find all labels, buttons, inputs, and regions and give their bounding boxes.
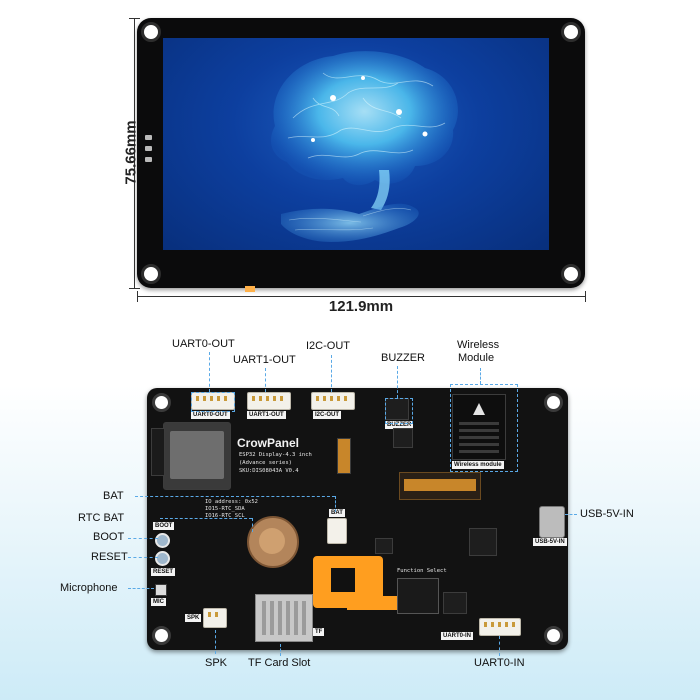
i2c-out-silk: I2C-OUT [313, 411, 341, 419]
callout-box [191, 392, 235, 412]
callout-line [128, 538, 158, 539]
width-dimension-line [137, 296, 585, 297]
reset-silk: RESET [151, 568, 176, 576]
ic-chip [393, 428, 413, 448]
board-silk-line: (Advance series) [239, 460, 292, 466]
fpc-tab [245, 286, 255, 292]
touch-fpc-tail [347, 596, 407, 610]
callout-tf-card: TF Card Slot [248, 657, 311, 669]
callout-reset: RESET [91, 551, 128, 563]
callout-line [480, 368, 481, 384]
callout-buzzer: BUZZER [381, 352, 425, 364]
mic-silk: MIC [151, 598, 166, 606]
mount-hole [544, 626, 563, 645]
uart1-out-connector [247, 392, 291, 410]
pcb-board: UART0-OUT UART1-OUT I2C-OUT BUZZER Wirel… [147, 388, 568, 650]
height-dimension-label: 75.66mm [122, 120, 140, 185]
callout-bat: BAT [103, 490, 124, 502]
usb-c-port [539, 506, 565, 538]
i2c-silk-line: IO16-RTC_SCL [205, 513, 245, 519]
dimension-tick [129, 288, 140, 289]
spk-connector [203, 608, 227, 628]
uart0-in-connector [479, 618, 521, 636]
mount-hole [141, 22, 161, 42]
callout-i2c-out: I2C-OUT [306, 340, 350, 352]
brand-logo: CrowPanel [237, 436, 300, 450]
callout-line [331, 355, 332, 392]
callout-line [215, 630, 216, 654]
spk-silk: SPK [185, 614, 202, 622]
callout-line [265, 368, 266, 392]
callout-line [280, 644, 281, 656]
buzzer-silk: BUZZER [385, 421, 414, 429]
ic-chip [375, 538, 393, 554]
bat-connector [327, 518, 347, 544]
callout-spk: SPK [205, 657, 228, 669]
callout-uart0-out: UART0-OUT [172, 338, 235, 350]
mount-hole [152, 393, 171, 412]
mount-hole [141, 264, 161, 284]
width-dimension-label: 121.9mm [328, 298, 394, 315]
callout-line [128, 557, 158, 558]
antenna [151, 428, 165, 476]
bat-silk: BAT [329, 509, 345, 517]
callout-box [450, 384, 518, 472]
microphone-component [155, 584, 167, 596]
usb-silk: USB-5V-IN [533, 538, 567, 546]
callout-usb: USB-5V-IN [580, 508, 634, 520]
dimension-tick [585, 291, 586, 302]
callout-rtc-bat: RTC BAT [78, 512, 125, 524]
callout-box [385, 398, 413, 424]
callout-line [128, 588, 154, 589]
callout-wireless-line1: Wireless [457, 339, 500, 351]
mount-hole [152, 626, 171, 645]
dimension-tick [137, 291, 138, 302]
brain-hand-image [271, 51, 458, 242]
dimension-tick [129, 18, 140, 19]
callout-line [252, 518, 253, 532]
mount-hole [544, 393, 563, 412]
board-silk-line: ESP32 Display-4.3 inch [239, 452, 312, 458]
callout-line [160, 518, 252, 519]
ic-chip [469, 528, 497, 556]
function-select-block [397, 578, 439, 614]
mount-hole [561, 22, 581, 42]
reset-button [155, 551, 170, 566]
boot-button [155, 533, 170, 548]
function-select-silk: Function Select [397, 568, 447, 574]
rtc-battery-holder [247, 516, 299, 568]
callout-line [565, 514, 577, 515]
i2c-out-connector [311, 392, 355, 410]
mount-hole [561, 264, 581, 284]
ic-chip [443, 592, 467, 614]
callout-line [499, 636, 500, 656]
callout-wireless-line2: Module [458, 352, 495, 364]
callout-uart0-in: UART0-IN [474, 657, 525, 669]
wireless-module-socket [452, 394, 506, 460]
uart0-out-silk: UART0-OUT [191, 411, 230, 419]
callout-line [135, 496, 335, 497]
i2c-silk-line: IO15-RTC_SDA [205, 506, 245, 512]
i2c-silk-line: IO address: 0x52 [205, 499, 258, 505]
lcd-fpc-connector [399, 472, 481, 500]
boot-silk: BOOT [153, 522, 175, 530]
uart1-out-silk: UART1-OUT [247, 411, 286, 419]
tf-silk: TF [313, 628, 325, 636]
wireless-silk: Wireless module [452, 461, 504, 469]
side-pin-marks [145, 135, 152, 168]
callout-line [335, 496, 336, 512]
callout-line [397, 366, 398, 398]
esp32-module [163, 422, 231, 490]
board-silk-line: SKU:DIS08043A V0.4 [239, 468, 299, 474]
lcd-screen [163, 38, 549, 250]
callout-microphone: Microphone [60, 582, 118, 594]
callout-uart1-out: UART1-OUT [233, 354, 296, 366]
height-dimension-line [134, 18, 135, 288]
callout-line [209, 352, 210, 392]
small-fpc [337, 438, 351, 474]
uart0-in-silk: UART0-IN [441, 632, 473, 640]
tf-card-slot [255, 594, 313, 642]
callout-boot: BOOT [93, 531, 125, 543]
